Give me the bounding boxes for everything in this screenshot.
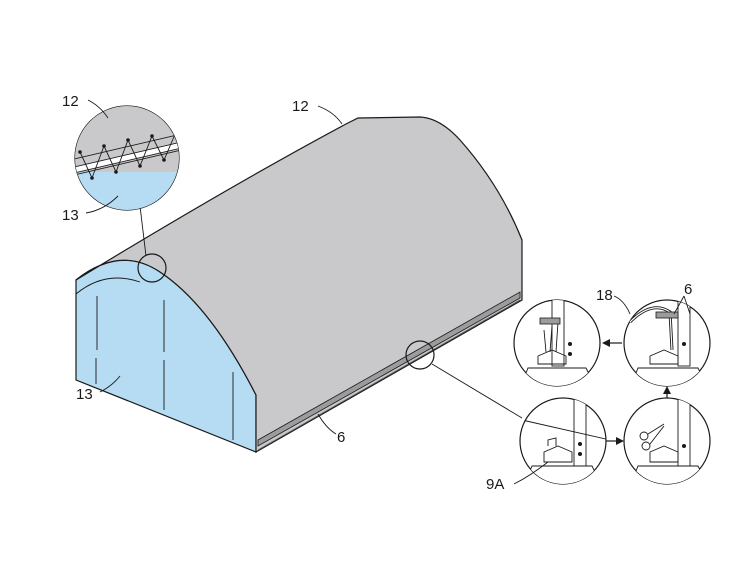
label-anchor-plate: 9A [486,476,504,493]
arrow-icon [602,339,610,347]
detail-tied [513,299,601,387]
seam-end-fabric [75,172,179,210]
label-strap: 18 [596,287,613,304]
label-roof-cover: 12 [292,98,309,115]
detail-seam [74,105,180,211]
label-roof-cover-detail: 12 [62,93,79,110]
shelter [75,116,523,454]
label-bottom-rail: 6 [337,429,345,446]
label-end-panel: 13 [76,386,93,403]
callout-line [139,205,147,257]
bottom-rail [257,291,521,447]
end-rib [75,277,141,295]
scissors-icon [639,423,665,451]
detail-marker-rail [405,340,435,370]
sequence-arrows [602,339,671,445]
leader-lines [85,99,691,485]
detail-cut [623,397,711,485]
bottom-rail-edge [257,299,521,451]
callout-line [431,363,523,419]
label-detail-rail: 6 [684,281,692,298]
detail-marker-roof [137,253,167,283]
arrow-icon [663,386,671,394]
detail-strap [623,299,711,387]
label-end-panel-detail: 13 [62,207,79,224]
roof-cover [75,116,523,454]
